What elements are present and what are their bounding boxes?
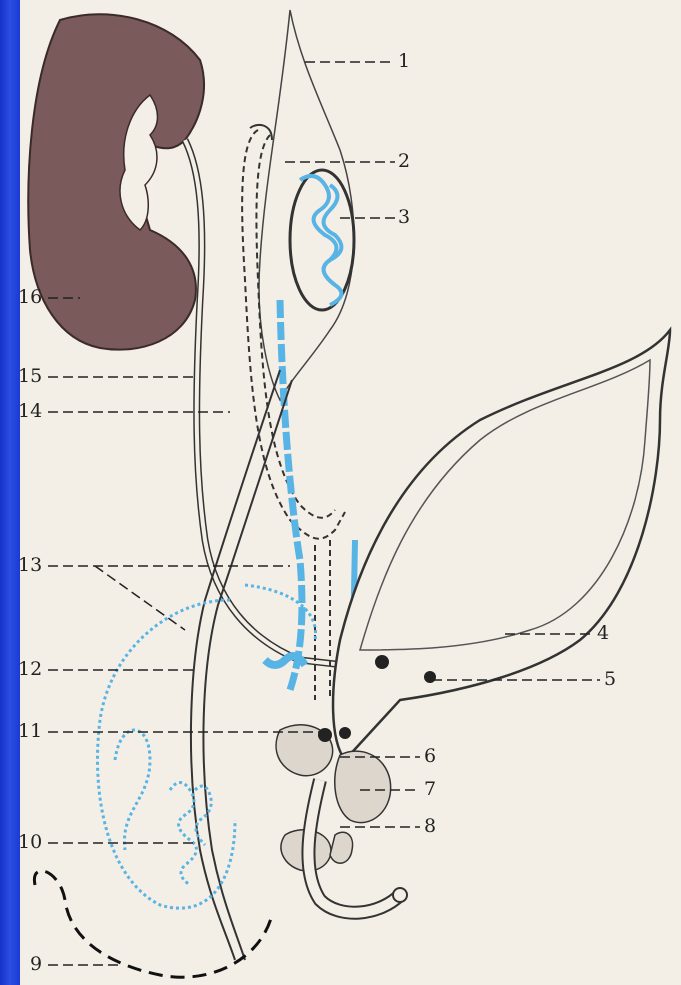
label-10: 10 [18,833,42,852]
label-16: 16 [18,288,42,307]
label-3: 3 [398,208,410,227]
label-2: 2 [398,152,410,171]
kidney [28,14,204,349]
testis [259,10,354,400]
label-4: 4 [597,624,609,643]
label-13: 13 [18,556,42,575]
scrotum-outline [34,871,272,977]
label-14: 14 [18,402,42,421]
urinary-bladder [333,330,670,760]
label-5: 5 [604,670,616,689]
label-15: 15 [18,367,42,386]
label-11: 11 [18,722,42,741]
label-7: 7 [424,780,436,799]
blue-duct [280,300,302,690]
label-9: 9 [30,955,42,974]
prostate [276,725,391,871]
label-8: 8 [424,817,436,836]
label-12: 12 [18,660,42,679]
label-1: 1 [398,52,410,71]
label-6: 6 [424,747,436,766]
